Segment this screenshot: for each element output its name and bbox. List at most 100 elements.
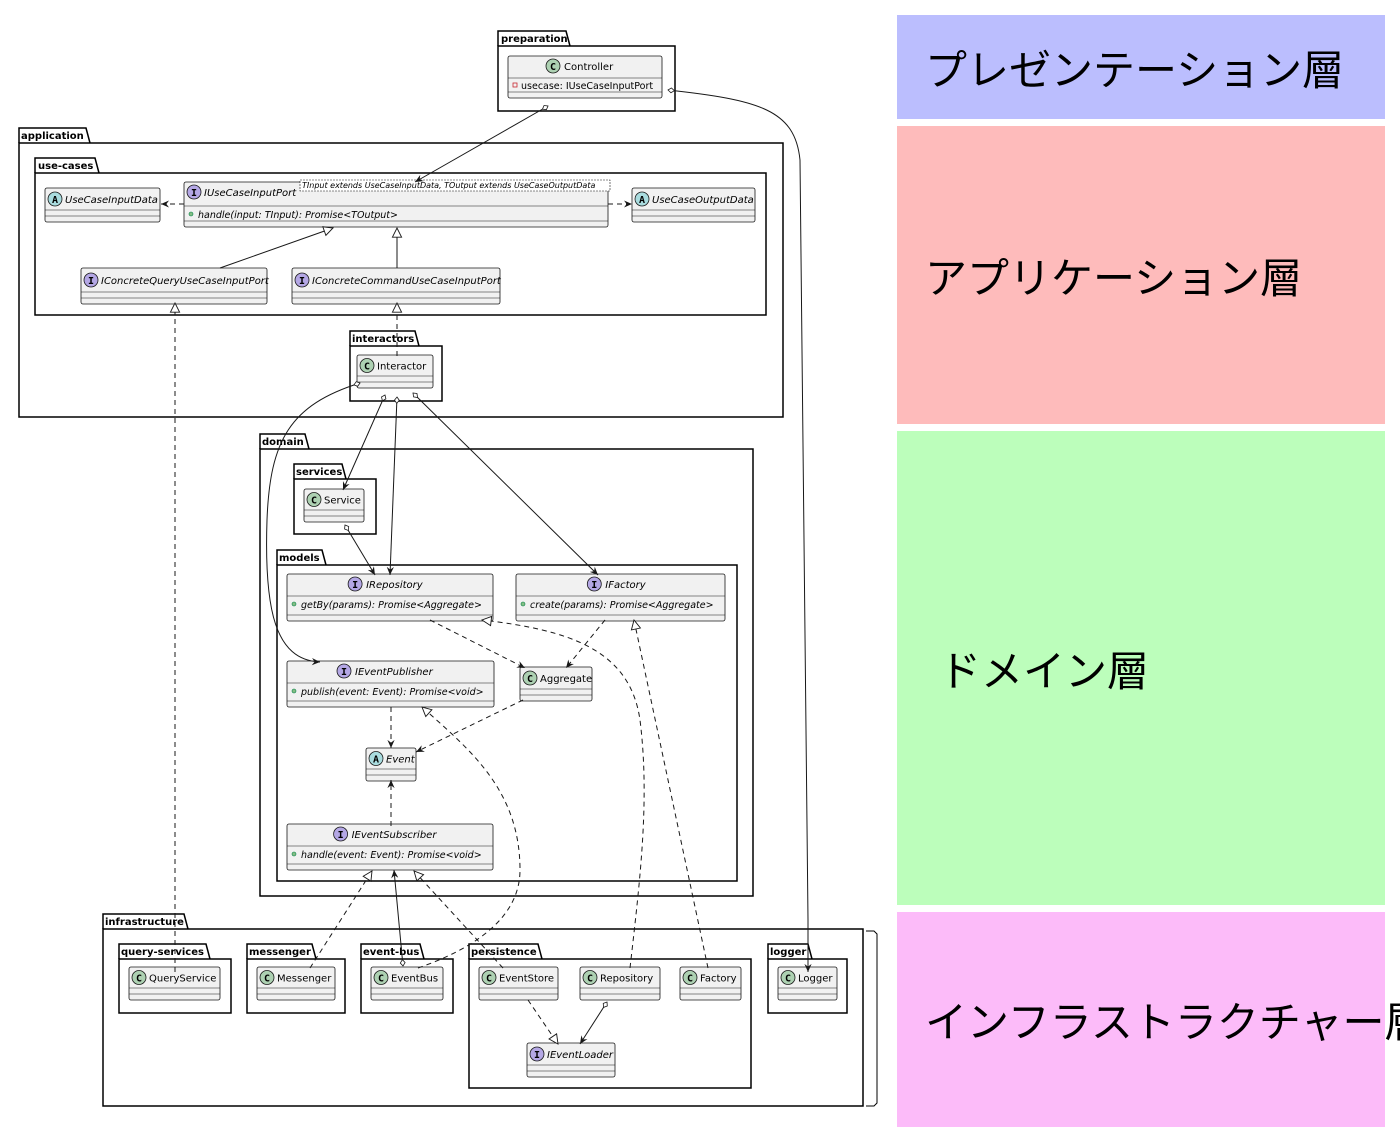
svg-text:C: C [364,362,370,373]
layer-band-presentation: プレゼンテーション層 [897,15,1385,119]
package-label-application: application [21,131,84,142]
public-visibility-icon [291,688,297,694]
relation-controller-logger [667,87,812,972]
relation-repository-loader [579,1001,608,1045]
relation-interactor-publisher [266,381,361,666]
class-i-concrete-query[interactable]: IConcreteQueryUseCaseInputPort I [80,267,270,305]
package-label-infrastructure: infrastructure [105,917,184,928]
class-name-event-bus: EventBus [391,974,438,985]
class-name-repository: Repository [600,974,653,985]
stereotype-i-icon: I [83,272,99,288]
stereotype-c-icon: C [582,970,598,985]
layer-label-domain: ドメイン層 [939,646,1150,696]
relation-interactor-service [342,394,387,491]
stereotype-a-icon: A [368,751,384,766]
svg-text:I: I [299,276,305,287]
stereotype-c-icon: C [131,970,147,985]
relation-factory-ifactory [634,620,709,969]
public-visibility-icon [188,211,194,217]
class-name-event: Event [386,755,416,766]
relation-interactor-factory [412,392,599,576]
svg-text:C: C [527,674,533,685]
class-name-interactor: Interactor [377,362,427,373]
stereotype-c-icon: C [306,492,322,507]
stereotype-c-icon: C [373,970,389,985]
class-use-case-input-data[interactable]: UseCaseInputData A [44,187,161,223]
svg-text:C: C [378,974,384,985]
svg-text:I: I [591,580,597,591]
layer-label-application: アプリケーション層 [925,253,1303,303]
stereotype-i-icon: I [586,576,602,592]
svg-text:C: C [785,974,791,985]
svg-text:C: C [136,974,142,985]
class-name-query-service: QueryService [149,974,216,985]
class-name-messenger: Messenger [277,974,332,985]
class-interactor[interactable]: Interactor C [356,354,434,389]
package-label-event-bus: event-bus [363,947,419,958]
package-label-query-services: query-services [121,947,204,958]
class-name-use-case-output-data: UseCaseOutputData [652,195,754,206]
class-repository[interactable]: Repository C [579,966,661,1001]
layer-band-domain: ドメイン層 [897,431,1385,905]
class-event-bus[interactable]: EventBus C [370,966,444,1001]
svg-text:C: C [687,974,693,985]
stereotype-c-icon: C [545,58,561,74]
class-name-i-concrete-query: IConcreteQueryUseCaseInputPort [101,276,270,287]
relation-eventbus-publisher [417,707,521,969]
relation-aggregate-event [415,699,524,753]
class-name-event-store: EventStore [499,974,554,985]
svg-text:C: C [550,62,556,73]
class-method-i-factory: create(params): Promise<Aggregate> [530,600,714,611]
class-name-factory: Factory [700,974,737,985]
class-name-i-repository: IRepository [366,580,424,591]
svg-text:A: A [639,195,645,206]
layer-band-application: アプリケーション層 [897,126,1385,424]
class-name-logger: Logger [798,974,833,985]
class-name-i-event-subscriber: IEventSubscriber [352,830,438,841]
class-logger[interactable]: Logger C [777,966,838,1001]
package-label-interactors: interactors [352,334,414,345]
package-persistence [468,943,752,1089]
public-visibility-icon [291,851,297,857]
class-factory[interactable]: Factory C [679,966,742,1001]
svg-text:I: I [352,580,358,591]
package-label-messenger: messenger [249,947,311,958]
package-label-services: services [296,467,342,478]
stereotype-c-icon: C [359,358,375,373]
svg-text:C: C [587,974,593,985]
class-method-i-repository: getBy(params): Promise<Aggregate> [301,600,482,611]
relation-interactor-repository [386,396,400,576]
package-label-preparation: preparation [501,34,568,45]
relation-controller-usecase-port [414,105,549,183]
stereotype-i-icon: I [529,1046,545,1062]
class-name-use-case-input-data: UseCaseInputData [65,195,158,206]
svg-text:I: I [88,276,94,287]
uml-diagram: preparation application use-cases intera… [18,30,878,1107]
class-method-i-event-subscriber: handle(event: Event): Promise<void> [301,850,482,861]
class-name-i-event-publisher: IEventPublisher [355,667,434,678]
class-use-case-output-data[interactable]: UseCaseOutputData A [631,187,756,223]
public-visibility-icon [291,601,297,607]
class-i-concrete-command[interactable]: IConcreteCommandUseCaseInputPort I [291,267,502,305]
relation-eventstore-loader [527,999,558,1044]
class-name-i-concrete-command: IConcreteCommandUseCaseInputPort [312,276,502,287]
class-method-i-event-publisher: publish(event: Event): Promise<void> [300,687,484,698]
svg-text:C: C [311,496,317,507]
public-visibility-icon [520,601,526,607]
svg-text:A: A [52,195,58,206]
class-name-i-event-loader: IEventLoader [547,1050,614,1061]
stereotype-a-icon: A [47,191,63,207]
stereotype-c-icon: C [682,970,698,985]
